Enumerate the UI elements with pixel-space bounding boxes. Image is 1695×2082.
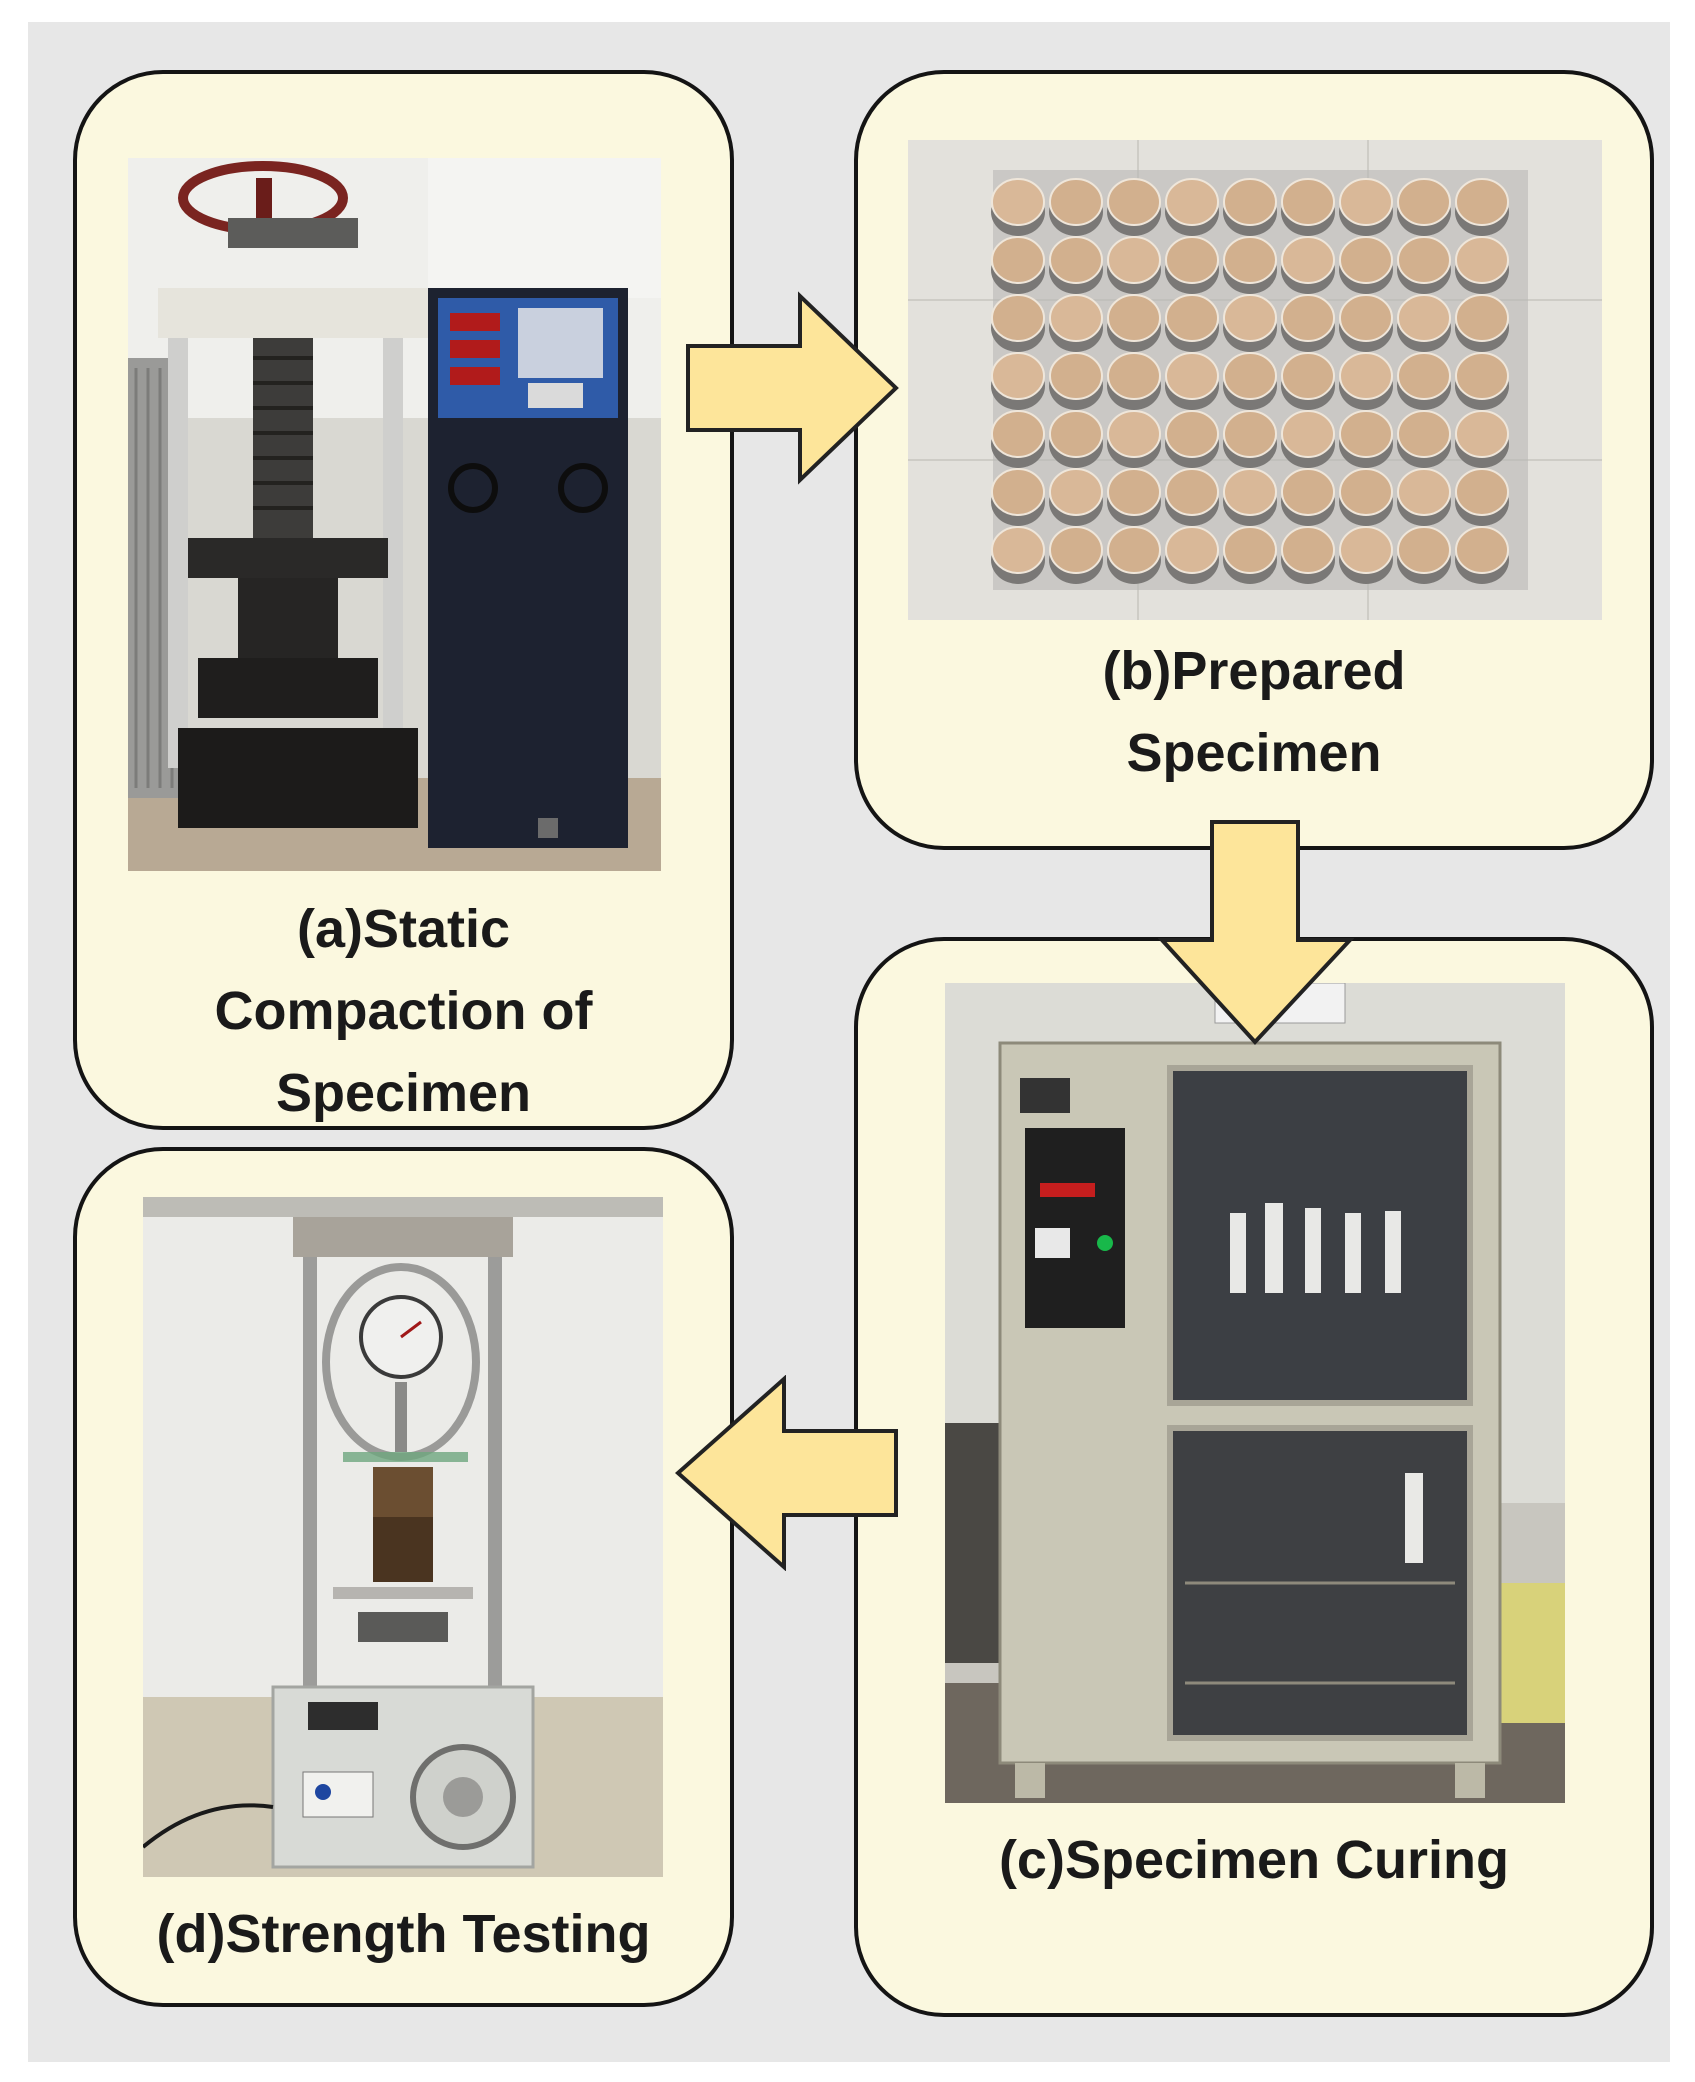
- diagram-background: (a)Static Compaction of Specimen (b)Prep…: [28, 22, 1670, 2062]
- specimen-top: [1165, 294, 1219, 342]
- caption-d: (d)Strength Testing: [77, 1893, 730, 1975]
- caption-a-line-2: Compaction of: [214, 981, 593, 1041]
- specimen-top: [991, 526, 1045, 574]
- specimen-top: [1397, 468, 1451, 516]
- specimen-top: [1107, 352, 1161, 400]
- specimen-top: [1223, 526, 1277, 574]
- specimen-grid-photo: [908, 140, 1602, 620]
- specimen-top: [1165, 410, 1219, 458]
- specimen-top: [1107, 294, 1161, 342]
- panel-a: (a)Static Compaction of Specimen: [73, 70, 734, 1130]
- specimen-top: [1339, 294, 1393, 342]
- panel-b: (b)Prepared Specimen: [854, 70, 1654, 850]
- specimen-top: [1107, 526, 1161, 574]
- panel-d: (d)Strength Testing: [73, 1147, 734, 2007]
- specimen-top: [1397, 410, 1451, 458]
- specimen-top: [991, 410, 1045, 458]
- caption-d-line-1: (d)Strength Testing: [156, 1904, 651, 1964]
- strength-tester-photo: [143, 1197, 663, 1877]
- arrow-left: [674, 1375, 898, 1571]
- specimen-top: [1049, 410, 1103, 458]
- specimen-top: [1397, 352, 1451, 400]
- specimen-top: [1339, 468, 1393, 516]
- caption-c: (c)Specimen Curing: [858, 1819, 1650, 1901]
- specimen-top: [1223, 352, 1277, 400]
- specimen-top: [1397, 526, 1451, 574]
- specimen-top: [1455, 352, 1509, 400]
- specimen-top: [1049, 236, 1103, 284]
- specimen-top: [1281, 352, 1335, 400]
- specimen-top: [1339, 526, 1393, 574]
- arrow-right: [686, 291, 899, 485]
- caption-a-line-1: (a)Static: [296, 899, 511, 959]
- specimen-top: [991, 352, 1045, 400]
- specimen-top: [1397, 178, 1451, 226]
- caption-b: (b)Prepared Specimen: [858, 630, 1650, 794]
- specimen-top: [1339, 236, 1393, 284]
- specimen-top: [1281, 410, 1335, 458]
- specimen-top: [1165, 468, 1219, 516]
- specimen-top: [991, 294, 1045, 342]
- specimen-top: [1281, 236, 1335, 284]
- specimen-top: [1281, 468, 1335, 516]
- caption-a: (a)Static Compaction of Specimen: [77, 888, 730, 1134]
- specimen-top: [1049, 294, 1103, 342]
- specimen-top: [1223, 236, 1277, 284]
- caption-b-line-2: Specimen: [1126, 723, 1382, 783]
- specimen-top: [1107, 410, 1161, 458]
- specimen-top: [1049, 352, 1103, 400]
- specimen-top: [1455, 236, 1509, 284]
- specimen-top: [1223, 294, 1277, 342]
- arrow-down: [1158, 820, 1354, 1045]
- specimen-top: [1397, 236, 1451, 284]
- specimen-top: [1281, 178, 1335, 226]
- caption-a-line-3: Specimen: [275, 1063, 532, 1123]
- specimen-top: [1049, 468, 1103, 516]
- specimen-top: [1455, 294, 1509, 342]
- specimen-top: [1339, 178, 1393, 226]
- specimen-top: [991, 236, 1045, 284]
- specimen-top: [1455, 468, 1509, 516]
- specimen-top: [1107, 178, 1161, 226]
- specimen-top: [1223, 410, 1277, 458]
- specimen-top: [1223, 178, 1277, 226]
- specimen-top: [1455, 410, 1509, 458]
- specimen-top: [1165, 178, 1219, 226]
- specimen-top: [1165, 352, 1219, 400]
- specimen-top: [1281, 526, 1335, 574]
- specimen-top: [1455, 526, 1509, 574]
- specimen-top: [1107, 236, 1161, 284]
- specimen-top: [1049, 178, 1103, 226]
- specimen-top: [1049, 526, 1103, 574]
- curing-cabinet-photo: [945, 983, 1565, 1803]
- specimen-top: [991, 178, 1045, 226]
- specimen-top: [1223, 468, 1277, 516]
- panel-c: (c)Specimen Curing: [854, 937, 1654, 2017]
- specimen-top: [1165, 526, 1219, 574]
- specimen-top: [1339, 352, 1393, 400]
- compaction-machine-photo: [128, 158, 661, 871]
- specimen-top: [1165, 236, 1219, 284]
- caption-b-line-1: (b)Prepared: [1102, 641, 1406, 701]
- specimen-top: [1455, 178, 1509, 226]
- specimen-top: [1107, 468, 1161, 516]
- specimen-top: [1397, 294, 1451, 342]
- caption-c-line-1: (c)Specimen Curing: [998, 1830, 1510, 1890]
- specimen-top: [1339, 410, 1393, 458]
- specimen-top: [991, 468, 1045, 516]
- specimen-top: [1281, 294, 1335, 342]
